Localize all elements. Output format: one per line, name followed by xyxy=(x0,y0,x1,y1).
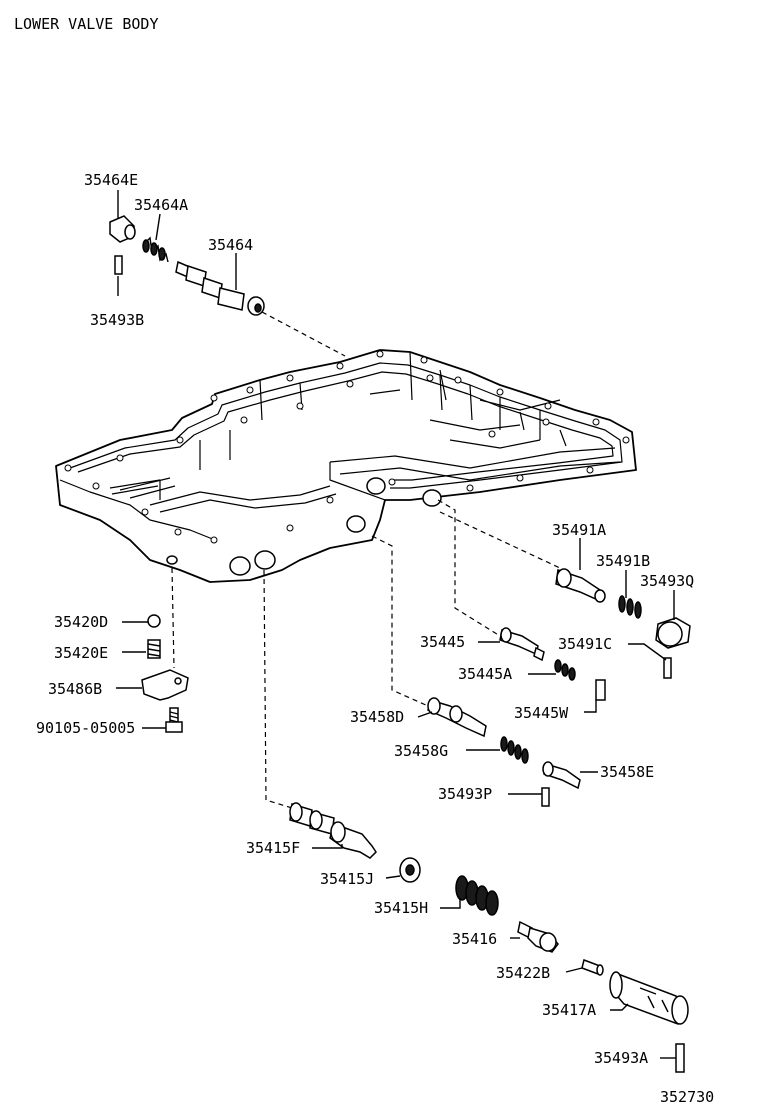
label-35458D: 35458D xyxy=(350,708,404,726)
label-35493P: 35493P xyxy=(438,785,492,803)
part-35464-valve xyxy=(175,260,265,316)
drawing-number: 352730 xyxy=(660,1088,714,1106)
label-35445: 35445 xyxy=(420,633,465,651)
valve-body-casting xyxy=(55,349,637,583)
part-90105-05005-bolt xyxy=(165,707,183,733)
label-35491C: 35491C xyxy=(558,635,612,653)
part-35493P-key xyxy=(541,787,550,807)
label-35415J: 35415J xyxy=(320,870,374,888)
part-35416-valve xyxy=(517,920,559,953)
part-35491A-valve xyxy=(555,568,606,603)
part-35458D-valve xyxy=(427,697,487,738)
part-35491B-spring xyxy=(618,595,642,619)
part-35493Q-plug xyxy=(655,617,691,649)
leader-lines xyxy=(116,190,676,1059)
label-35416: 35416 xyxy=(452,930,497,948)
label-90105-05005: 90105-05005 xyxy=(36,719,135,737)
part-35415H-spring xyxy=(455,875,499,916)
part-35415J-washer xyxy=(399,857,421,883)
part-35493A-key xyxy=(675,1043,685,1073)
part-35417A-sleeve xyxy=(609,971,689,1025)
part-35445A-spring xyxy=(554,659,576,681)
part-35445W-key xyxy=(595,679,606,701)
part-35486B-retainer xyxy=(141,669,189,701)
label-35420D: 35420D xyxy=(54,613,108,631)
label-35464: 35464 xyxy=(208,236,253,254)
part-35445-valve xyxy=(499,627,545,662)
label-35464A: 35464A xyxy=(134,196,188,214)
label-35417A: 35417A xyxy=(542,1001,596,1019)
part-35458G-spring xyxy=(500,736,529,764)
label-35486B: 35486B xyxy=(48,680,102,698)
part-35464E-plug xyxy=(109,215,136,243)
label-35491B: 35491B xyxy=(596,552,650,570)
label-35445W: 35445W xyxy=(514,704,569,722)
part-35464A-spring xyxy=(142,236,169,263)
part-35420E-spring xyxy=(147,639,161,659)
part-35493B-key xyxy=(114,255,123,275)
label-35458G: 35458G xyxy=(394,742,448,760)
part-35415F-valve xyxy=(289,802,377,859)
label-35458E: 35458E xyxy=(600,763,654,781)
assembly-center-lines xyxy=(171,311,561,809)
label-35420E: 35420E xyxy=(54,644,108,662)
label-35493B: 35493B xyxy=(90,311,144,329)
part-35458E-valve xyxy=(542,761,581,790)
label-35491A: 35491A xyxy=(552,521,606,539)
label-35464E: 35464E xyxy=(84,171,138,189)
diagram-title: LOWER VALVE BODY xyxy=(14,15,159,33)
label-35493A: 35493A xyxy=(594,1049,648,1067)
part-35422B-pin xyxy=(581,959,604,976)
part-labels: 35464E 35464A 35464 35493B 35491A 35491B… xyxy=(36,171,694,1067)
part-35420D-ball xyxy=(147,614,161,628)
part-35491C-key xyxy=(663,657,672,679)
label-35415H: 35415H xyxy=(374,899,428,917)
label-35445A: 35445A xyxy=(458,665,512,683)
label-35493Q: 35493Q xyxy=(640,572,694,590)
label-35422B: 35422B xyxy=(496,964,550,982)
label-35415F: 35415F xyxy=(246,839,300,857)
